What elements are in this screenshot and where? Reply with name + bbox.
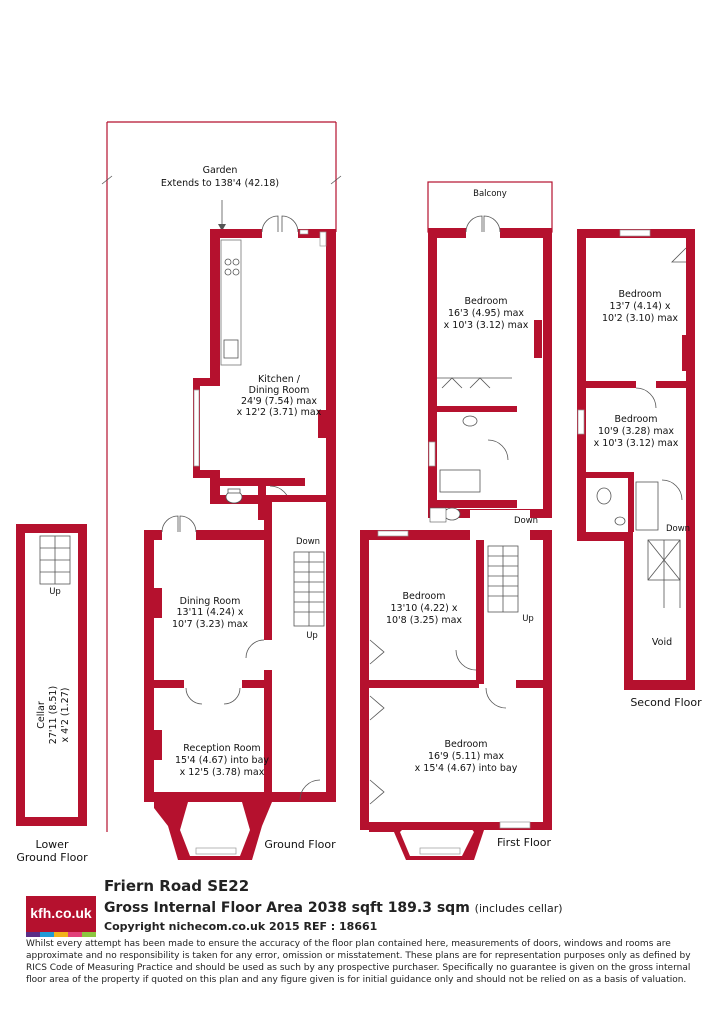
first-bed-front-dim1: 16'9 (5.11) max	[428, 751, 504, 762]
disclaimer: Whilst every attempt has been made to en…	[26, 939, 691, 985]
first-bed-mid-dim2: 10'8 (3.25) max	[386, 615, 462, 626]
copyright: Copyright nichecom.co.uk 2015 REF : 1866…	[104, 920, 378, 933]
logo-stripe	[40, 932, 54, 937]
void-label: Void	[652, 637, 672, 648]
second-bed-front-dim1: 10'9 (3.28) max	[598, 426, 674, 437]
kitchen-name: Kitchen /	[258, 374, 301, 385]
property-address: Friern Road SE22	[104, 877, 250, 895]
cellar-stairs-up: Up	[49, 587, 61, 597]
cellar-dim2: x 4'2 (1.27)	[60, 688, 71, 743]
second-bed-rear-name: Bedroom	[619, 289, 662, 300]
kfh-logo: kfh.co.uk	[26, 896, 96, 932]
second-stairs-down: Down	[666, 524, 690, 534]
first-stairs-up: Up	[522, 614, 534, 624]
first-bed-front-dim2: x 15'4 (4.67) into bay	[415, 763, 518, 774]
kitchen-name2: Dining Room	[249, 385, 310, 396]
ground-floor-label: Ground Floor	[264, 838, 336, 851]
cellar-dim1: 27'11 (8.51)	[48, 686, 59, 744]
logo-color-bar	[26, 932, 96, 937]
logo-stripe	[68, 932, 82, 937]
reception-name: Reception Room	[183, 743, 260, 754]
dining-dim1: 13'11 (4.24) x	[176, 607, 243, 618]
kitchen-dim2: x 12'2 (3.71) max	[237, 407, 322, 418]
first-bed-front-name: Bedroom	[445, 739, 488, 750]
garden-extent: Extends to 138'4 (42.18)	[161, 178, 279, 189]
dining-dim2: 10'7 (3.23) max	[172, 619, 248, 630]
first-floor-label: First Floor	[497, 836, 551, 849]
first-bed-rear-name: Bedroom	[465, 296, 508, 307]
cellar-name: Cellar	[36, 701, 47, 729]
floor-area: Gross Internal Floor Area 2038 sqft 189.…	[104, 900, 563, 916]
logo-stripe	[54, 932, 68, 937]
dining-name: Dining Room	[180, 596, 241, 607]
reception-dim2: x 12'5 (3.78) max	[180, 767, 265, 778]
second-bed-front-name: Bedroom	[615, 414, 658, 425]
logo-stripe	[82, 932, 96, 937]
balcony-label: Balcony	[473, 189, 507, 199]
floor-plan: Garden Extends to 138'4 (42.18)	[16, 121, 702, 864]
ground-stairs-down: Down	[296, 537, 320, 547]
lower-floor-line2: Ground Floor	[16, 851, 88, 864]
second-bed-front-dim2: x 10'3 (3.12) max	[594, 438, 679, 449]
second-bed-rear-dim1: 13'7 (4.14) x	[610, 301, 671, 312]
garden-label: Garden	[203, 165, 238, 176]
second-floor-label: Second Floor	[630, 696, 702, 709]
first-bed-mid-name: Bedroom	[403, 591, 446, 602]
first-bed-rear-dim1: 16'3 (4.95) max	[448, 308, 524, 319]
ground-floor-walls	[144, 215, 336, 860]
first-stairs-down: Down	[514, 516, 538, 526]
first-bed-mid-dim1: 13'10 (4.22) x	[390, 603, 457, 614]
second-floor-walls	[577, 229, 695, 690]
first-floor-walls	[360, 181, 553, 860]
floor-area-note: (includes cellar)	[474, 902, 563, 915]
floor-area-value: Gross Internal Floor Area 2038 sqft 189.…	[104, 900, 470, 916]
second-bed-rear-dim2: 10'2 (3.10) max	[602, 313, 678, 324]
cellar-walls	[16, 524, 87, 826]
lower-floor-line1: Lower	[36, 838, 69, 851]
reception-dim1: 15'4 (4.67) into bay	[175, 755, 269, 766]
first-bed-rear-dim2: x 10'3 (3.12) max	[444, 320, 529, 331]
garden-boundary	[101, 121, 342, 832]
logo-stripe	[26, 932, 40, 937]
kitchen-dim1: 24'9 (7.54) max	[241, 396, 317, 407]
ground-stairs-up: Up	[306, 631, 318, 641]
